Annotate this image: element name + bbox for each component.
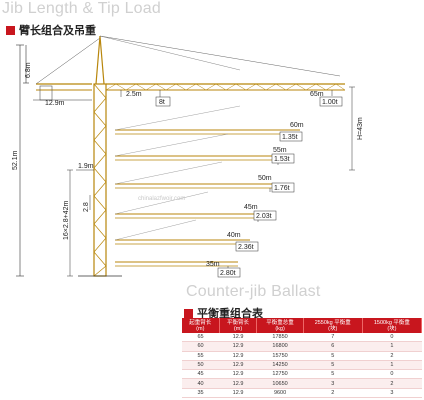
table-cell: 5 [303, 360, 363, 371]
hook-offset-label: 2.5m [126, 91, 142, 98]
counter-jib [33, 37, 101, 101]
table-cell: 12.9 [219, 351, 257, 361]
table-cell: 1 [362, 341, 422, 352]
jib-config-load: 1.76t [274, 185, 290, 192]
table-cell: 50 [182, 360, 220, 371]
jib-config-65: 65m 1.00t [310, 90, 343, 107]
total-height-dimension [16, 44, 29, 277]
table-cell: 40 [182, 378, 220, 389]
jib-config-length: 40m [227, 232, 241, 239]
table-cell: 60 [182, 341, 220, 352]
jib-config-load: 2.36t [238, 244, 254, 251]
col-2550kg-blocks: 2550kg 平衡重(块) [303, 318, 363, 333]
mast-section-label: 2.8 [83, 202, 90, 212]
jib-length-title: Jib Length & Tip Load [2, 0, 161, 17]
table-cell: 55 [182, 351, 220, 361]
jib-config-load: 1.35t [282, 134, 298, 141]
ballast-table: 起重臂长(m) 平衡臂长(m) 平衡重总重(kg) 2550kg 平衡重(块) … [182, 318, 423, 399]
counter-jib-label: 12.9m [45, 100, 65, 107]
table-cell: 16800 [256, 341, 304, 352]
jib-config-55: 55m 1.53t [114, 133, 295, 165]
table-cell: 10650 [256, 378, 304, 389]
col-counter-jib-length: 平衡臂长(m) [219, 318, 258, 333]
jib-config-load: 1.53t [274, 156, 290, 163]
main-jib [105, 83, 346, 97]
jib-config-length: 65m [310, 91, 324, 98]
crane-diagram: 6.8m 52.1m 12.9m 16×2.8+42m 2.8 1.9m [12, 35, 364, 278]
jib-config-load: 1.00t [322, 99, 338, 106]
ballast-title: Counter-jib Ballast [186, 283, 321, 300]
table-cell: 12750 [256, 369, 304, 380]
jib-config-length: 45m [244, 204, 258, 211]
table-cell: 6 [303, 341, 363, 352]
jib-length-subtitle-text: 臂长组合及吊重 [19, 25, 96, 37]
table-cell: 12.9 [219, 369, 257, 380]
table-cell: 65 [182, 333, 220, 343]
table-row: 60 12.9 16800 6 1 [182, 341, 422, 352]
table-cell: 3 [362, 388, 422, 399]
jib-config-load: 2.03t [256, 213, 272, 220]
table-cell: 12.9 [219, 360, 257, 371]
height-top-label: 6.8m [25, 62, 32, 78]
table-row: 35 12.9 9600 2 3 [182, 388, 422, 399]
ballast-subtitle-text: 平衡重组合表 [197, 308, 263, 320]
jib-config-length: 35m [206, 261, 220, 268]
jib-config-40: 40m 2.36t [114, 219, 259, 252]
root-load-label: 8t [159, 99, 165, 106]
table-cell: 14250 [256, 360, 304, 371]
table-cell: 5 [303, 369, 363, 380]
jib-config-35: 35m 2.80t [115, 261, 241, 278]
table-cell: 0 [362, 333, 422, 343]
table-cell: 2 [303, 388, 363, 399]
jib-config-45: 45m 2.03t [114, 191, 277, 222]
table-row: 65 12.9 17850 7 0 [182, 333, 422, 343]
red-square-icon [184, 308, 193, 318]
table-cell: 3 [303, 378, 363, 389]
red-square-icon [6, 25, 15, 35]
table-cell: 2 [362, 378, 422, 389]
table-cell: 12.9 [219, 388, 257, 399]
col-jib-length: 起重臂长(m) [182, 318, 220, 333]
table-cell: 1 [362, 360, 422, 371]
table-cell: 45 [182, 369, 220, 380]
col-1500kg-blocks: 1500kg 平衡重(块) [362, 318, 423, 333]
jib-config-50: 50m 1.76t [114, 161, 295, 193]
tip-height-label: H=43m [357, 117, 364, 140]
table-cell: 15750 [256, 351, 304, 361]
jib-config-60: 60m 1.35t [114, 105, 304, 142]
jib-config-load: 2.80t [220, 270, 236, 277]
table-cell: 2 [362, 351, 422, 361]
ballast-table-header: 起重臂长(m) 平衡臂长(m) 平衡重总重(kg) 2550kg 平衡重(块) … [182, 318, 423, 333]
jib-length-subtitle: 臂长组合及吊重 [6, 22, 96, 38]
height-total-label: 52.1m [12, 150, 19, 170]
table-cell: 9600 [256, 388, 304, 399]
table-row: 55 12.9 15750 5 2 [182, 351, 422, 361]
table-cell: 12.9 [219, 341, 257, 352]
mast-dimensions [67, 169, 94, 277]
table-cell: 12.9 [219, 333, 257, 343]
col-total-weight: 平衡重总重(kg) [256, 318, 304, 333]
table-cell: 7 [303, 333, 363, 343]
jib-config-length: 60m [290, 122, 304, 129]
table-cell: 0 [362, 369, 422, 380]
table-cell: 12.9 [219, 378, 257, 389]
table-row: 50 12.9 14250 5 1 [182, 360, 422, 371]
base-offset-label: 1.9m [78, 163, 94, 170]
tower-mast [78, 83, 122, 277]
mast-spec-label: 16×2.8+42m [63, 201, 70, 240]
table-row: 45 12.9 12750 5 0 [182, 369, 422, 380]
cat-head [95, 35, 341, 85]
jib-config-length: 55m [273, 147, 287, 154]
jib-config-length: 50m [258, 175, 272, 182]
watermark: chinalazfwoir.com [138, 196, 186, 202]
table-cell: 35 [182, 388, 220, 399]
ballast-subtitle: 平衡重组合表 [184, 305, 263, 321]
table-cell: 17850 [256, 333, 304, 343]
table-row: 40 12.9 10650 3 2 [182, 378, 422, 389]
table-cell: 5 [303, 351, 363, 361]
